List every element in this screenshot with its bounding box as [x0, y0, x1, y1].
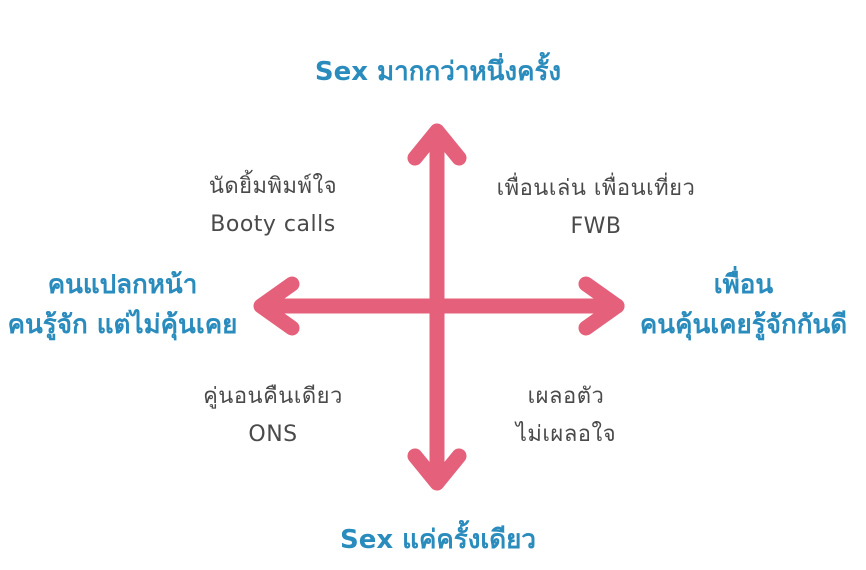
- quadrant-bottom-right: เผลอตัว ไม่เผลอใจ: [515, 384, 617, 447]
- axis-label-left: คนแปลกหน้า คนรู้จัก แต่ไม่คุ้นเคย: [7, 270, 238, 340]
- axis-label-right: เพื่อน คนคุ้นเคยรู้จักกันดี: [639, 270, 848, 340]
- arrow-head-down: [407, 448, 467, 491]
- arrow-head-right: [578, 276, 625, 336]
- axis-label-top: Sex มากกว่าหนึ่งครั้ง: [314, 57, 562, 87]
- axis-label-bottom: Sex แค่ครั้งเดียว: [340, 525, 536, 555]
- quadrant-top-left: นัดยิ้มพิมพ์ใจ Booty calls: [208, 174, 338, 237]
- arrow-head-up: [407, 123, 467, 166]
- arrow-head-left: [253, 276, 300, 336]
- quadrant-bottom-left: คู่นอนคืนเดียว ONS: [203, 384, 343, 447]
- quadrant-top-right: เพื่อนเล่น เพื่อนเที่ยว FWB: [496, 176, 696, 239]
